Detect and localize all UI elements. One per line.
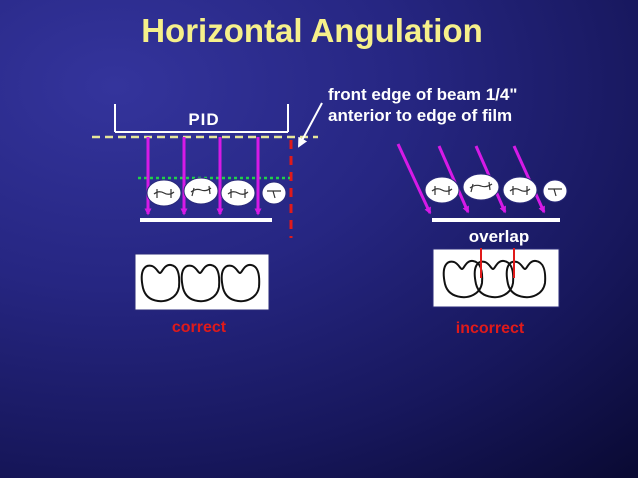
pid-label: PID xyxy=(188,110,219,129)
teeth-row-left xyxy=(146,177,287,207)
pid-cone xyxy=(114,104,289,133)
slide-title: Horizontal Angulation xyxy=(141,12,483,49)
beam-ray xyxy=(396,143,432,215)
film-right xyxy=(432,218,560,222)
annotation-line-1: front edge of beam 1/4" xyxy=(328,85,517,104)
tooth xyxy=(424,176,460,204)
teeth-row-right xyxy=(424,173,568,204)
tooth xyxy=(146,179,182,207)
annotation-line-2: anterior to edge of film xyxy=(328,106,512,125)
beam-ray xyxy=(437,145,470,214)
film-left xyxy=(140,218,272,222)
result-label-correct: correct xyxy=(172,319,227,336)
tooth xyxy=(542,179,568,203)
radiograph-incorrect xyxy=(432,248,560,308)
radiograph-correct xyxy=(134,253,270,311)
parallel-beams xyxy=(144,137,262,216)
tooth xyxy=(462,173,500,201)
tooth xyxy=(220,179,256,207)
tooth xyxy=(183,177,219,205)
tooth xyxy=(261,181,287,205)
annotation-arrow xyxy=(298,102,323,148)
result-label-incorrect: incorrect xyxy=(456,320,525,337)
overlap-label: overlap xyxy=(469,227,529,246)
tooth xyxy=(502,176,538,204)
